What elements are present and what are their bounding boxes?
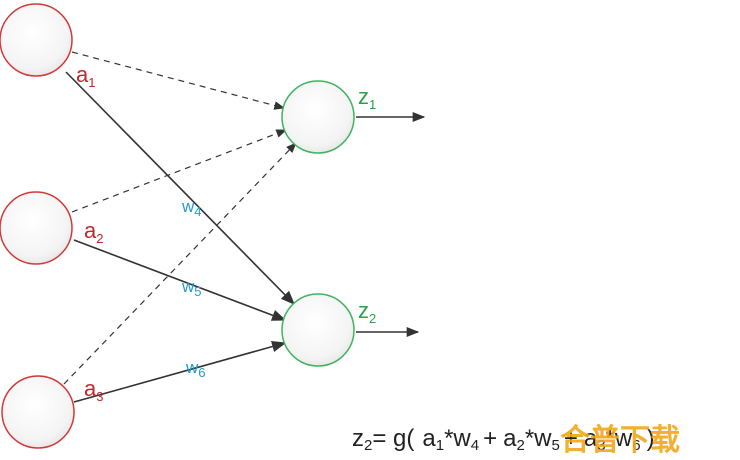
edge-a3-z2: [73, 340, 287, 403]
edge-a1-z1: [71, 51, 286, 110]
edge-a1-z2: [65, 71, 296, 306]
output-node-z2: [281, 293, 355, 367]
label-w6: w6: [185, 358, 206, 380]
edge-a2-z1: [71, 129, 288, 213]
label-w4: w4: [181, 197, 202, 219]
label-z2: z2: [358, 298, 376, 326]
input-node-a2: [0, 191, 73, 265]
label-w5: w5: [181, 277, 202, 299]
input-node-a1: [0, 3, 73, 77]
label-a3: a3: [84, 376, 103, 404]
edge-a2-z2: [73, 239, 287, 321]
formula: z2= g(a1*w4+a2*w5+a3*w6): [352, 425, 655, 454]
output-node-z1: [281, 80, 355, 154]
watermark: 合普下载: [560, 423, 680, 457]
label-z1: z1: [358, 84, 376, 112]
label-a2: a2: [84, 218, 103, 246]
input-node-a3: [1, 375, 75, 449]
label-a1: a1: [76, 62, 95, 90]
edge-a3-z1: [63, 142, 297, 385]
